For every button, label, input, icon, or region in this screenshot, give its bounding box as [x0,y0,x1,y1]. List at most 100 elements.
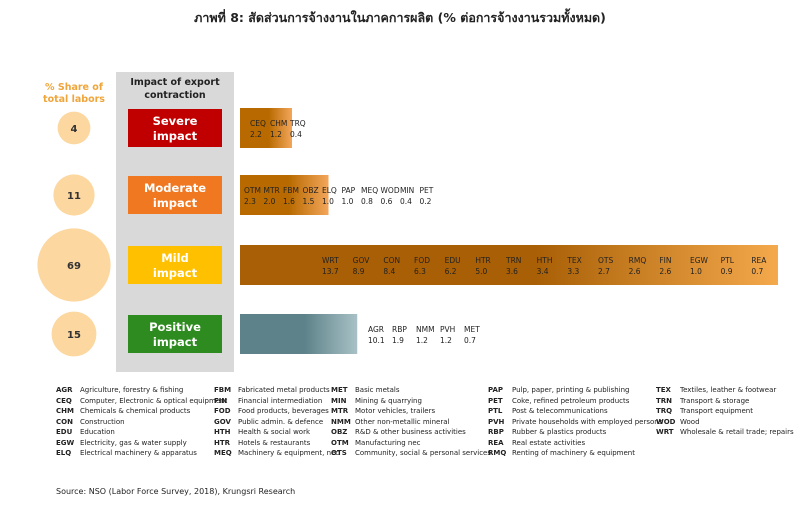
legend-code: CEQ [56,396,72,405]
legend-item: NMM Other non-metallic mineral [331,418,449,427]
bar-value-2-3: 6.3 [414,267,426,276]
bar-value-0-1: 1.2 [270,130,282,139]
legend-item: PET Coke, refined petroleum products [488,397,629,406]
bar-code-2-7: HTH [537,256,553,265]
impact-box-1 [128,176,222,214]
legend-code: AGR [56,386,73,394]
legend-label: Machinery & equipment, nec [238,449,340,457]
legend-label: Wholesale & retail trade; repairs [680,428,794,436]
legend-code: ELQ [56,449,72,457]
bar-value-3-4: 0.7 [464,336,476,345]
bar-code-1-4: ELQ [322,186,337,195]
legend-label: Coke, refined petroleum products [512,396,630,405]
legend-code: HTR [214,438,231,447]
bar-value-1-2: 1.6 [283,197,295,206]
legend-label: Construction [80,417,125,426]
impact-header-line-2: contraction [144,90,206,101]
impact-label-0-line-1: Severe [153,114,198,128]
bar-code-2-5: HTR [475,256,490,265]
bar-value-2-6: 3.6 [506,267,518,276]
bar-code-0-1: CHM [270,119,287,128]
bar-code-2-8: TEX [566,256,581,265]
impact-label-3-line-2: impact [153,335,198,349]
legend-code: CON [56,417,73,426]
bar-value-2-5: 5.0 [475,267,487,276]
legend-code: NMM [331,417,351,426]
legend-label: Motor vehicles, trailers [355,407,436,415]
bar-value-2-8: 3.3 [567,267,579,276]
legend-code: EDU [56,428,73,436]
legend-item: PVH Private households with employed pers… [488,418,662,427]
legend-code: TRQ [656,407,673,415]
legend-code: OBZ [331,428,348,436]
legend-label: Private households with employed persons [512,417,663,426]
bar-code-1-7: WOD [381,186,400,195]
impact-box-2 [128,246,222,284]
legend-code: FOD [214,407,231,415]
legend-label: Education [80,428,115,436]
legend-label: Other non-metallic mineral [355,417,450,426]
bar-code-2-1: GOV [353,256,371,265]
share-header-line-2: total labors [43,94,105,105]
bar-value-2-2: 8.4 [383,267,395,276]
share-circle-0 [57,111,91,145]
legend-label: Chemicals & chemical products [80,407,191,415]
legend-label: Fabricated metal products [238,386,330,394]
legend-code: OTM [331,438,349,447]
legend-label: Food products, beverages [238,407,329,415]
bar-value-3-0: 10.1 [368,336,385,345]
legend-code: EGW [56,438,75,447]
bar-value-2-13: 0.9 [721,267,733,276]
bar-value-0-2: 0.4 [290,130,302,139]
legend-code: RMQ [488,449,507,457]
impact-label-2-line-1: Mild [161,251,189,265]
legend-item: ELQ Electrical machinery & apparatus [56,449,197,458]
legend-code: WOD [656,417,676,426]
bar-code-2-0: WRT [322,256,339,265]
legend-item: EDU Education [56,428,115,437]
legend-code: PET [488,396,503,405]
legend-label: Transport & storage [680,396,750,405]
bar-value-3-2: 1.2 [416,336,428,345]
legend-code: OTS [331,449,347,457]
share-header-line-1: % Share of [45,82,103,93]
bar-value-0-0: 2.2 [250,130,262,139]
legend-code: GOV [214,417,231,426]
bar-value-1-6: 0.8 [361,197,373,206]
bar-code-2-10: RMQ [629,256,647,265]
bar-value-2-14: 0.7 [751,267,763,276]
legend-code: REA [488,438,504,447]
legend-label: Computer, Electronic & optical equipment [80,396,228,405]
share-header: % Share of total labors [34,82,114,106]
legend-label: Agriculture, forestry & fishing [80,386,184,394]
legend-code: PVH [488,417,505,426]
legend-item: FOD Food products, beverages [214,407,329,416]
impact-box-0 [128,109,222,147]
bar-value-2-11: 2.6 [659,267,671,276]
bar-code-2-6: TRN [505,256,521,265]
legend-label: Electrical machinery & apparatus [80,449,197,457]
impact-label-1-line-1: Moderate [144,181,206,195]
impact-label-0-line-2: impact [153,129,198,143]
bar-value-1-0: 2.3 [244,197,256,206]
legend-code: PTL [488,407,503,415]
legend-item: CON Construction [56,418,125,427]
legend-item: CEQ Computer, Electronic & optical equipm… [56,397,227,406]
legend-code: FIN [214,396,228,405]
bar-code-1-8: MIN [400,186,414,195]
impact-label-3-line-1: Positive [149,320,201,334]
share-circle-1 [53,174,95,216]
bar-code-3-3: PVH [440,325,455,334]
share-value-0: 4 [71,124,78,135]
